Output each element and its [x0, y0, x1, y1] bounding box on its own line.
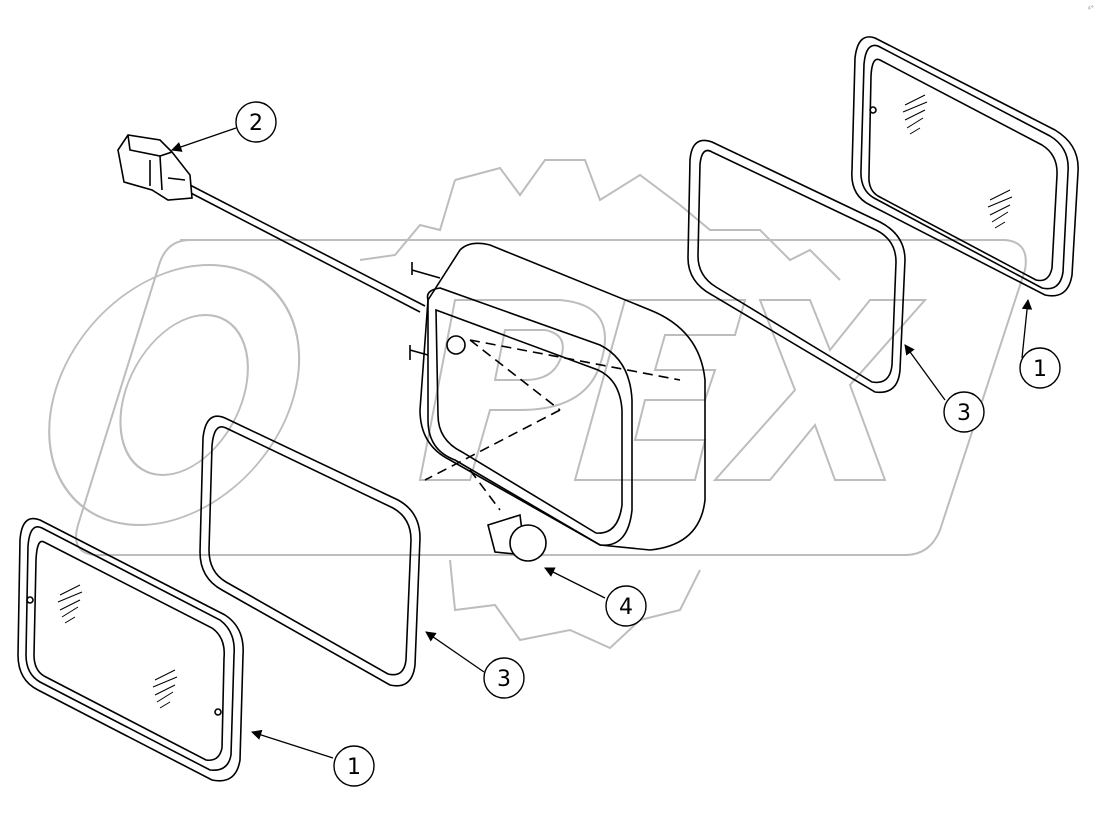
callout-3-lower-label: 3	[497, 667, 511, 692]
lens-texture	[902, 94, 1013, 229]
housing-front	[419, 242, 706, 551]
socket-hole	[446, 335, 466, 355]
logo-letter-x	[712, 299, 928, 481]
corner-mark: ♯°	[1088, 5, 1094, 12]
callout-4[interactable]: 4	[605, 585, 647, 627]
lamp-housing	[409, 242, 706, 551]
logo-letter-o-inner	[119, 314, 249, 476]
gear-outline	[359, 159, 841, 650]
lens-upper	[851, 36, 1079, 297]
callout-2-label: 2	[249, 111, 263, 136]
leader-3-lower	[425, 631, 485, 673]
gasket-upper	[687, 139, 906, 394]
housing-stud-left	[409, 345, 429, 360]
leader-1-upper	[1021, 298, 1033, 359]
connector-detail	[127, 134, 186, 191]
callout-2[interactable]: 2	[235, 101, 277, 143]
leader-1-lower	[251, 729, 334, 759]
wire-second	[187, 183, 426, 307]
bulb	[487, 513, 547, 562]
logo-frame	[75, 239, 1027, 556]
hidden-lines	[424, 339, 681, 511]
leader-4	[544, 567, 606, 599]
housing-stud-top	[411, 262, 441, 279]
logo-letter-p	[418, 299, 606, 481]
callout-1-lower[interactable]: 1	[333, 745, 375, 787]
lens-texture-lower	[57, 584, 178, 709]
leader-lines	[171, 127, 1033, 759]
callout-1-lower-label: 1	[347, 755, 361, 780]
bulb-glass	[509, 524, 547, 562]
lens-lower	[17, 517, 244, 782]
wire	[184, 189, 421, 313]
callout-3-lower[interactable]: 3	[483, 657, 525, 699]
leader-3-upper	[904, 344, 946, 401]
housing-face	[426, 287, 633, 546]
callout-1-upper-label: 1	[1033, 357, 1047, 382]
leader-2	[171, 127, 237, 152]
logo-letter-e	[573, 299, 747, 481]
watermark-logo	[48, 159, 1027, 650]
callout-4-label: 4	[619, 595, 633, 620]
callout-3-upper-label: 3	[957, 401, 971, 426]
lens-screw-hole-right	[214, 708, 222, 716]
connector-assembly	[117, 134, 426, 313]
callout-1-upper[interactable]: 1	[1019, 347, 1061, 389]
housing-inner	[435, 308, 623, 534]
gasket-lower	[199, 415, 421, 687]
logo-letter-o	[48, 264, 301, 526]
lens-screw-hole	[869, 106, 877, 114]
callout-3-upper[interactable]: 3	[943, 391, 985, 433]
lens-screw-hole-left	[26, 596, 34, 604]
